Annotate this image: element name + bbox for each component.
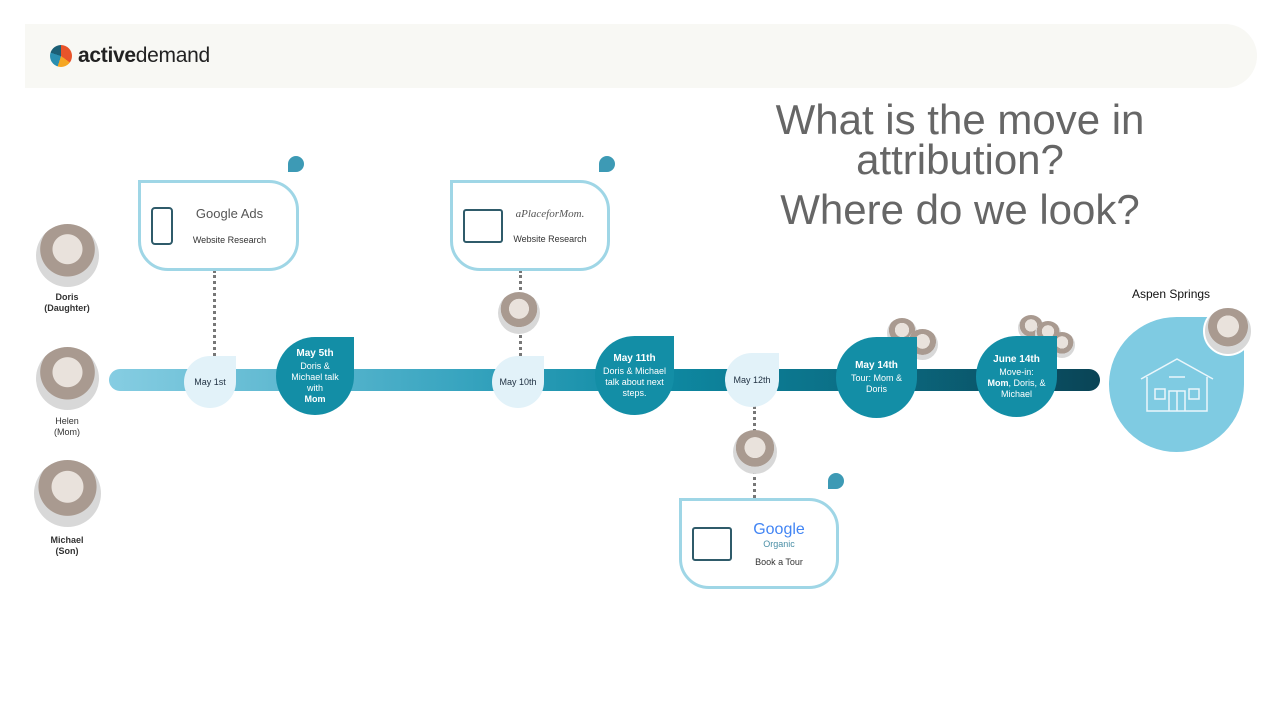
header-bar [25, 24, 1257, 88]
card-label: Website Research [513, 233, 587, 244]
avatar-doris-small [498, 292, 540, 334]
location-pin-icon [288, 156, 304, 172]
barn-icon [1140, 357, 1213, 412]
logo-mark-icon [50, 45, 72, 67]
event-may-10: May 10th [492, 356, 544, 408]
avatar-helen-destination [1203, 306, 1253, 356]
card-brand: Google Ads [195, 206, 264, 221]
logo-text-light: demand [135, 44, 210, 67]
card-label: Website Research [192, 235, 267, 245]
card-brand: aPlaceforMom. [515, 207, 585, 220]
avatar-michael-small [733, 430, 777, 474]
location-pin-icon [828, 473, 844, 489]
activedemand-logo: activedemand [50, 44, 210, 68]
avatar-helen [36, 347, 99, 410]
monitor-icon [463, 208, 503, 243]
card-sub: Organic [763, 538, 795, 549]
title-move-in-attribution: What is the move in attribution? [775, 96, 1145, 183]
logo-text-bold: active [78, 44, 136, 67]
card-label: Book a Tour [755, 556, 803, 567]
location-pin-icon [599, 156, 615, 172]
event-may-1: May 1st [184, 356, 236, 408]
avatar-michael [34, 460, 101, 527]
phone-icon [151, 206, 173, 245]
avatar-doris [36, 224, 99, 287]
monitor-icon [692, 526, 732, 561]
person-label-michael: Michael(Son) [50, 535, 84, 556]
destination-label: Aspen Springs [1132, 287, 1211, 301]
person-label-helen: Helen(Mom) [54, 416, 80, 437]
card-brand: Google [753, 520, 805, 538]
title-where-do-we-look: Where do we look? [780, 186, 1140, 233]
card-a-place-for-mom: aPlaceforMom. Website Research [450, 180, 610, 271]
person-label-doris: Doris(Daughter) [44, 292, 90, 313]
connector-line [213, 270, 216, 356]
event-may-12: May 12th [725, 353, 779, 407]
